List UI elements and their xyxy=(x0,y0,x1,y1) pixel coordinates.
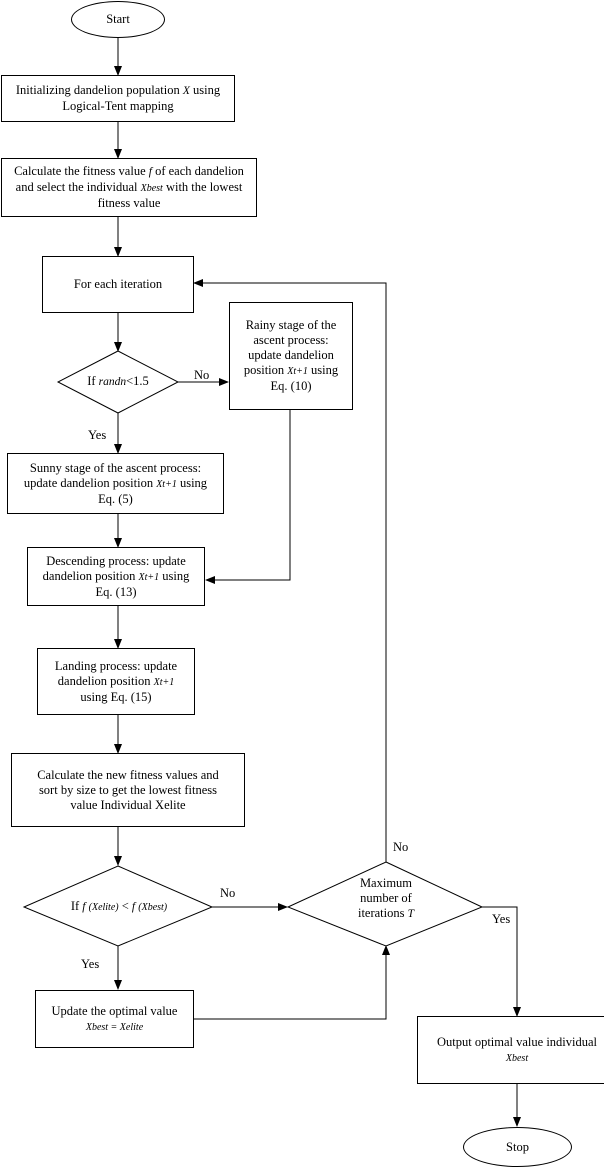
stop-terminal: Stop xyxy=(463,1127,572,1167)
rainy-line4-post: using xyxy=(307,363,339,377)
edge-label-max-yes: Yes xyxy=(492,912,511,926)
init-line1-var: X xyxy=(182,85,190,97)
max-line3-pre: iterations xyxy=(357,906,408,920)
edge-update-max xyxy=(194,945,390,1020)
rainy-line2: ascent process: xyxy=(253,333,329,347)
init-population-box: Initializing dandelion population X usin… xyxy=(1,75,235,122)
randn-pre: If xyxy=(87,374,99,388)
update-line2: Xbest = Xelite xyxy=(85,1021,144,1033)
new-fitness-box: Calculate the new fitness values and sor… xyxy=(11,753,245,827)
start-label: Start xyxy=(106,12,130,26)
randn-var: randn xyxy=(98,376,127,388)
descending-line2-var: Xt+1 xyxy=(138,571,160,583)
output-line2: Xbest xyxy=(505,1052,529,1064)
rainy-line4-var: Xt+1 xyxy=(287,366,308,377)
fitness-line3: fitness value xyxy=(97,196,161,210)
elite-v1: (Xelite) xyxy=(88,902,119,913)
sunny-line2-pre: update dandelion position xyxy=(23,475,157,490)
max-line2: number of xyxy=(360,891,412,905)
decision-elite: If f (Xelite) < f (Xbest) xyxy=(34,897,204,917)
descending-line2-post: using xyxy=(159,568,190,583)
output-box: Output optimal value individual Xbest xyxy=(417,1016,604,1084)
landing-line2-pre: dandelion position xyxy=(57,673,154,688)
elite-mid: < xyxy=(118,899,132,913)
descending-line1: Descending process: update xyxy=(46,553,186,568)
rainy-stage-box: Rainy stage of the ascent process: updat… xyxy=(229,302,353,410)
landing-line3: using Eq. (15) xyxy=(80,689,152,704)
update-line1: Update the optimal value xyxy=(51,1003,178,1018)
rainy-line3: update dandelion xyxy=(248,348,334,362)
sunny-stage-box: Sunny stage of the ascent process: updat… xyxy=(7,453,224,514)
rainy-line4-pre: position xyxy=(243,363,288,377)
decision-max-iterations: Maximum number of iterations T xyxy=(326,874,446,924)
update-optimal-box: Update the optimal value Xbest = Xelite xyxy=(35,990,194,1048)
sunny-line3: Eq. (5) xyxy=(98,491,133,506)
iteration-box: For each iteration xyxy=(42,256,194,313)
decision-randn: If randn<1.5 xyxy=(58,372,178,392)
rainy-line5: Eq. (10) xyxy=(270,379,312,393)
new-fitness-line3: value Individual Xelite xyxy=(70,797,186,812)
sunny-line2-var: Xt+1 xyxy=(156,478,177,490)
init-line1-post: using xyxy=(189,83,221,97)
landing-line1: Landing process: update xyxy=(54,658,178,673)
fitness-line1-var: f xyxy=(148,166,152,178)
init-line1-pre: Initializing dandelion population xyxy=(15,83,183,97)
edge-label-elite-no: No xyxy=(220,886,236,900)
edge-label-randn-no: No xyxy=(194,368,210,382)
rainy-line1: Rainy stage of the xyxy=(245,318,337,332)
max-line1: Maximum xyxy=(359,876,413,890)
decision-randn-shape xyxy=(56,350,180,414)
max-line3-var: T xyxy=(407,908,415,920)
elite-f2: f xyxy=(131,901,136,913)
descending-box: Descending process: update dandelion pos… xyxy=(27,547,205,606)
decision-max-shape xyxy=(286,861,484,947)
fitness-line1-post: of each dandelion xyxy=(151,164,244,178)
edge-label-max-no: No xyxy=(393,840,409,854)
start-terminal: Start xyxy=(71,1,165,38)
landing-box: Landing process: update dandelion positi… xyxy=(37,648,195,715)
iteration-label: For each iteration xyxy=(73,277,163,291)
descending-line2-pre: dandelion position xyxy=(42,568,139,583)
fitness-line1-pre: Calculate the fitness value xyxy=(14,164,149,178)
descending-line3: Eq. (13) xyxy=(95,584,137,599)
elite-pre: If xyxy=(70,899,83,913)
edge-rainy-descending xyxy=(205,410,291,584)
fitness-line2-var: Xbest xyxy=(140,183,163,194)
sunny-line1: Sunny stage of the ascent process: xyxy=(29,460,202,475)
new-fitness-line1: Calculate the new fitness values and xyxy=(37,767,219,782)
edge-max-iteration-loop xyxy=(193,279,387,862)
sunny-line2-post: using xyxy=(176,475,208,490)
edge-label-randn-yes: Yes xyxy=(88,428,107,442)
fitness-box: Calculate the fitness value f of each da… xyxy=(1,158,257,217)
edge-max-output xyxy=(482,906,521,1017)
landing-line2-var: Xt+1 xyxy=(153,676,175,688)
edge-label-elite-yes: Yes xyxy=(81,957,100,971)
elite-f1: f xyxy=(82,901,86,913)
elite-v2: (Xbest) xyxy=(138,902,168,913)
randn-post: <1.5 xyxy=(126,374,149,388)
init-line2: Logical-Tent mapping xyxy=(62,99,174,113)
fitness-line2-pre: and select the individual xyxy=(15,180,141,194)
stop-label: Stop xyxy=(506,1139,529,1154)
new-fitness-line2: sort by size to get the lowest fitness xyxy=(38,782,218,797)
output-line1: Output optimal value individual xyxy=(436,1034,598,1049)
fitness-line2-post: with the lowest xyxy=(162,180,243,194)
decision-elite-shape xyxy=(22,865,214,947)
